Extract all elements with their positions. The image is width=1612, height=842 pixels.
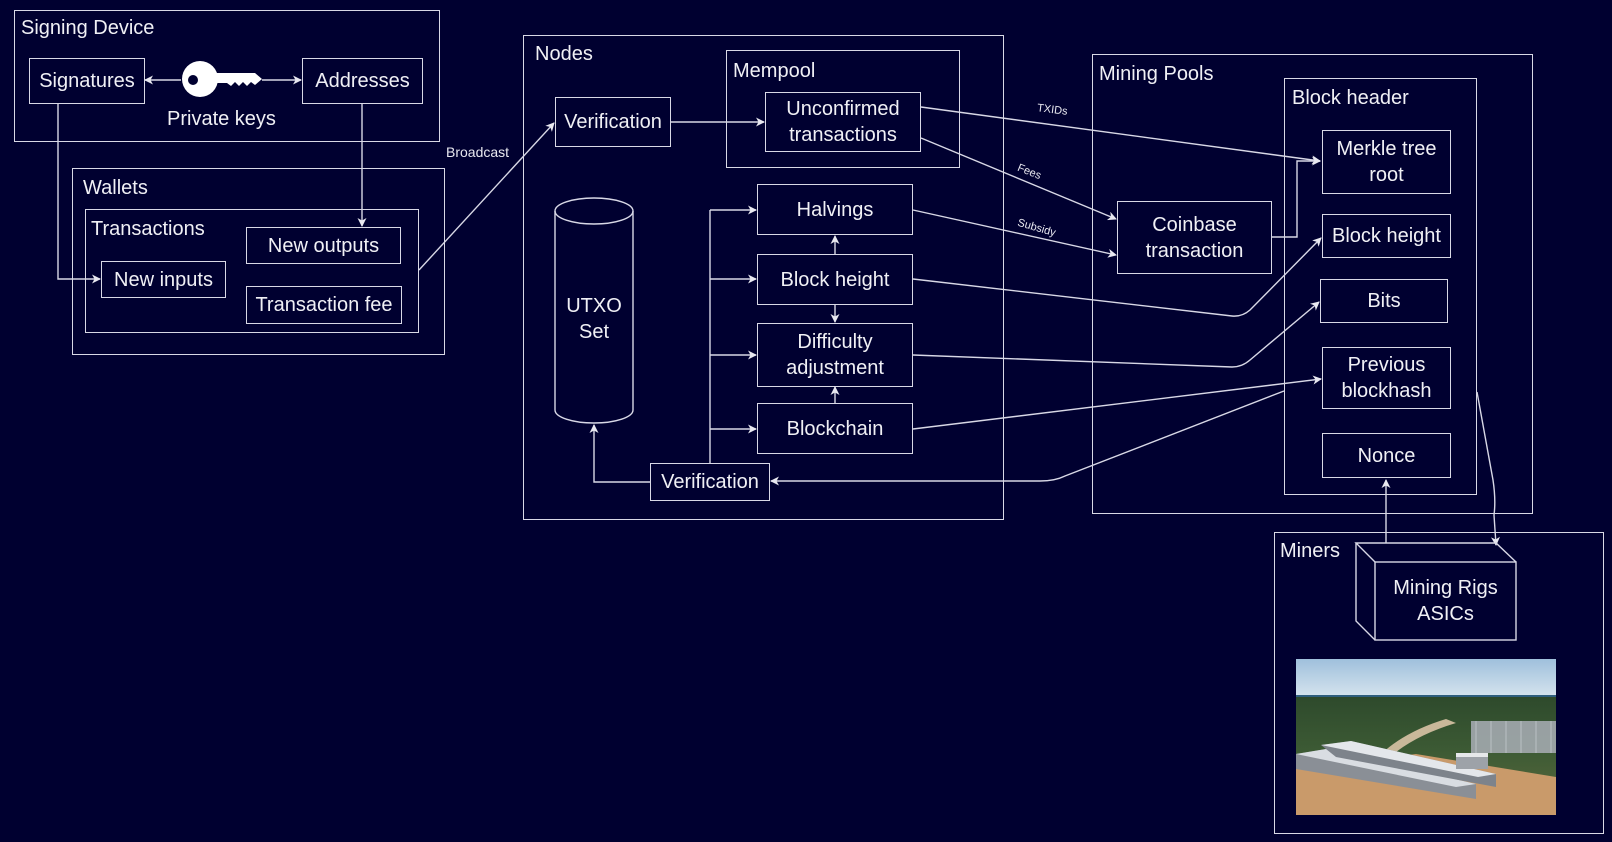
nodes-group [523, 35, 1004, 520]
previous-blockhash-label: Previous blockhash [1341, 354, 1432, 402]
arrow-broadcast [418, 122, 555, 271]
wallets-title: Wallets [83, 177, 148, 199]
signatures-node[interactable]: Signatures [29, 58, 145, 104]
mempool-title: Mempool [733, 60, 816, 82]
utxo-set-node[interactable]: UTXO Set [555, 224, 633, 414]
block-height-node[interactable]: Block height [757, 254, 913, 305]
broadcast-label: Broadcast [446, 144, 510, 160]
arrow-blockchain-to-previous [912, 375, 1322, 430]
mempool-group [726, 50, 960, 168]
arrow-header-to-rigs [1476, 391, 1500, 546]
private-keys-label: Private keys [167, 108, 276, 130]
arrow-header-to-verification [770, 390, 1285, 486]
arrow-subsidy [912, 209, 1117, 258]
halvings-node[interactable]: Halvings [757, 184, 913, 235]
block-height-label: Block height [780, 268, 890, 291]
merkle-root-label: Merkle tree root [1336, 138, 1437, 186]
mining-facility-photo [1296, 659, 1556, 815]
new-outputs-node[interactable]: New outputs [246, 227, 401, 264]
arrow-txids [920, 106, 1321, 165]
blockchain-label: Blockchain [786, 417, 884, 440]
nonce-node[interactable]: Nonce [1322, 433, 1451, 478]
miners-title: Miners [1280, 540, 1341, 562]
bits-label: Bits [1367, 290, 1401, 312]
header-block-height-label: Block height [1332, 225, 1441, 247]
merkle-root-node[interactable]: Merkle tree root [1322, 130, 1451, 194]
transactions-title: Transactions [91, 218, 205, 240]
new-inputs-label: New inputs [114, 268, 213, 291]
new-outputs-label: New outputs [267, 234, 380, 257]
utxo-cylinder-shape [554, 197, 634, 424]
mining-rigs-node[interactable]: Mining Rigs ASICs [1375, 562, 1516, 640]
transactions-group [85, 209, 419, 333]
arrow-fees [920, 137, 1117, 221]
blockchain-node[interactable]: Blockchain [757, 403, 913, 454]
nodes-title: Nodes [535, 43, 593, 65]
arrow-signatures-to-new-inputs [57, 104, 101, 284]
verification-in-node[interactable]: Verification [555, 97, 671, 147]
block-header-group [1284, 78, 1477, 495]
mining-pools-group [1092, 54, 1533, 514]
new-inputs-node[interactable]: New inputs [101, 261, 226, 298]
verification-out-node[interactable]: Verification [650, 463, 770, 501]
verification-in-label: Verification [564, 111, 662, 133]
block-header-title: Block header [1292, 87, 1409, 109]
arrow-verification-to-utxo [589, 424, 650, 483]
bits-node[interactable]: Bits [1320, 279, 1448, 323]
miners-group [1274, 532, 1604, 834]
signatures-label: Signatures [39, 70, 135, 92]
addresses-node[interactable]: Addresses [302, 58, 423, 104]
wallets-group [72, 168, 445, 355]
verification-out-label: Verification [661, 471, 759, 493]
signing-device-title: Signing Device [21, 17, 155, 39]
header-block-height-node[interactable]: Block height [1322, 214, 1451, 258]
transaction-fee-node[interactable]: Transaction fee [246, 286, 402, 324]
coinbase-transaction-label: Coinbase transaction [1145, 213, 1244, 262]
unconfirmed-transactions-node[interactable]: Unconfirmed transactions [765, 92, 921, 152]
utxo-set-label: UTXO Set [566, 295, 622, 343]
mining-rigs-cube-shape [1354, 542, 1517, 641]
previous-blockhash-node[interactable]: Previous blockhash [1322, 347, 1451, 409]
key-icon [182, 61, 262, 97]
halvings-label: Halvings [796, 198, 874, 221]
mining-rigs-label: Mining Rigs ASICs [1393, 577, 1498, 625]
difficulty-adjustment-node[interactable]: Difficulty adjustment [757, 323, 913, 387]
coinbase-transaction-node[interactable]: Coinbase transaction [1117, 201, 1272, 274]
arrow-block-height-to-header [912, 237, 1322, 317]
addresses-label: Addresses [315, 70, 410, 92]
signing-device-group [14, 10, 440, 142]
arrow-difficulty-to-bits [912, 301, 1320, 368]
unconfirmed-transactions-label: Unconfirmed transactions [786, 98, 900, 146]
difficulty-adjustment-label: Difficulty adjustment [786, 331, 884, 379]
transaction-fee-label: Transaction fee [255, 294, 393, 316]
nonce-label: Nonce [1357, 444, 1416, 467]
mining-pools-title: Mining Pools [1099, 63, 1214, 85]
